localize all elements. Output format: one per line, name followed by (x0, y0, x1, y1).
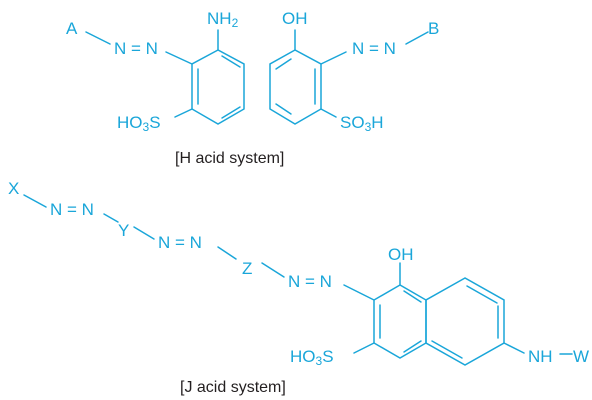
so3h-left-label: HO3S (117, 113, 161, 134)
j-acid-left-ring (373, 284, 427, 359)
bond-azo1-y (103, 213, 119, 223)
j-acid-right-ring (426, 285, 504, 358)
azo-2-label: N = N (158, 233, 202, 252)
bond-ring-azo-right (320, 51, 347, 65)
so3h-right-label: SO3H (340, 113, 384, 134)
h-acid-double-bond-3 (221, 55, 241, 68)
j-acid-caption: [J acid system] (180, 379, 286, 396)
h-acid-caption: [H acid system] (175, 150, 284, 167)
nh-label-j: NH (528, 347, 553, 366)
h-acid-double-bond-5 (275, 103, 292, 115)
azo-right-label: N = N (352, 39, 396, 58)
bond-a-azo (85, 31, 111, 45)
oh-label-j: OH (388, 245, 414, 264)
bond-x-azo1 (23, 194, 47, 208)
bond-ring-nh (503, 342, 525, 354)
bond-azo3-ring (343, 284, 375, 301)
h-acid-double-bond-2 (221, 106, 241, 119)
j-acid-structure: X N = N Y N = N Z N = N OH HO3S NH W (8, 179, 589, 368)
j-acid-double-bond-4 (466, 285, 498, 304)
azo-3-label: N = N (288, 272, 332, 291)
oh-label: OH (282, 9, 308, 28)
group-x-label: X (8, 179, 19, 198)
j-acid-right-hexagon (425, 277, 505, 366)
j-acid-double-bond-3 (403, 290, 422, 303)
group-b-label: B (428, 19, 439, 38)
bond-so3h-left (174, 108, 193, 118)
nh2-label: NH2 (207, 9, 239, 30)
bond-so3h-right (320, 108, 337, 118)
azo-1-label: N = N (50, 200, 94, 219)
group-w-label: W (573, 347, 589, 366)
h-acid-structure: A N = N NH2 OH N = N B HO3S SO3H (66, 9, 439, 134)
bond-azo-left-ring (165, 51, 193, 65)
azo-left-label: N = N (114, 39, 158, 58)
h-acid-right-ring (244, 50, 321, 124)
so3h-label-j: HO3S (290, 347, 334, 368)
bond-y-azo2 (133, 226, 155, 240)
group-a-label: A (66, 19, 78, 38)
group-z-label: Z (242, 259, 252, 278)
bond-azo-b (405, 31, 429, 45)
bond-azo2-z (217, 246, 237, 260)
h-acid-right-hexagon (269, 49, 322, 125)
j-acid-double-bond-6 (431, 340, 463, 359)
bond-so3h-j (353, 342, 375, 354)
h-acid-left-ring (191, 49, 245, 125)
bond-z-azo3 (261, 262, 285, 278)
group-y-label: Y (118, 221, 129, 240)
j-acid-double-bond-2 (403, 340, 422, 353)
h-acid-double-bond-4 (275, 58, 292, 70)
